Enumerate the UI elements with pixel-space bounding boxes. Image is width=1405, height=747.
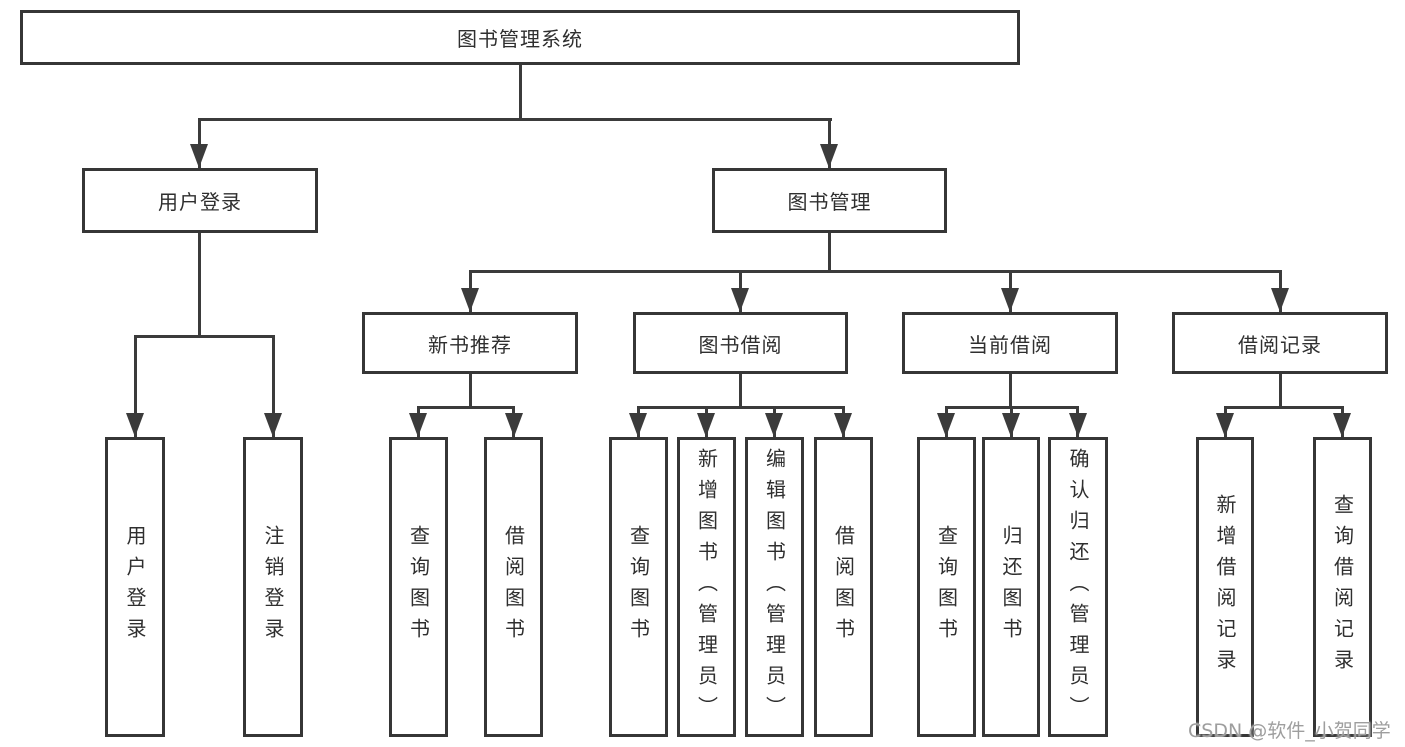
node-borrowing-records: 借阅记录 bbox=[1172, 312, 1388, 374]
node-label: 图书管理系统 bbox=[457, 27, 583, 51]
arrowhead-user-login bbox=[190, 144, 208, 168]
node-label: 用户登录 bbox=[123, 525, 147, 649]
connector-drop-user-login bbox=[198, 118, 201, 168]
connector-user-login-stem bbox=[198, 233, 201, 335]
arrowhead-leaf bbox=[1333, 413, 1351, 437]
connector-current-borrow-stem bbox=[1009, 374, 1012, 406]
node-book-borrowing: 图书借阅 bbox=[633, 312, 848, 374]
node-label: 图书管理 bbox=[787, 190, 872, 214]
connector-borrow-records-stem bbox=[1279, 374, 1282, 406]
node-leaf-logout: 注销登录 bbox=[243, 437, 303, 737]
node-label: 新增借阅记录 bbox=[1213, 494, 1237, 680]
node-new-book-recommendation: 新书推荐 bbox=[362, 312, 578, 374]
arrowhead-leaf bbox=[629, 413, 647, 437]
node-label: 借阅记录 bbox=[1238, 332, 1322, 357]
arrowhead-leaf bbox=[409, 413, 427, 437]
arrowhead-current-borrow bbox=[1001, 288, 1019, 312]
node-leaf-edit-book-admin: 编辑图书（管理员） bbox=[745, 437, 804, 737]
node-label: 图书借阅 bbox=[698, 332, 783, 357]
node-user-login: 用户登录 bbox=[82, 168, 318, 233]
connector-root-stem bbox=[519, 65, 522, 118]
node-label: 确认归还（管理员） bbox=[1066, 447, 1090, 727]
arrowhead-leaf bbox=[937, 413, 955, 437]
node-leaf-borrow-books: 借阅图书 bbox=[484, 437, 543, 737]
node-leaf-confirm-return-admin: 确认归还（管理员） bbox=[1048, 437, 1108, 737]
connector-level2-rail bbox=[199, 118, 832, 121]
connector-borrow-records-rail bbox=[1224, 406, 1344, 409]
arrowhead-leaf bbox=[765, 413, 783, 437]
connector-book-management-stem bbox=[828, 233, 831, 270]
arrowhead-leaf bbox=[1002, 413, 1020, 437]
connector-drop-login-leaf bbox=[134, 335, 137, 437]
connector-book-borrow-stem bbox=[739, 374, 742, 406]
node-label: 查询图书 bbox=[406, 525, 431, 649]
node-leaf-query-books: 查询图书 bbox=[609, 437, 668, 737]
arrowhead-leaf bbox=[505, 413, 523, 437]
node-leaf-borrow-books: 借阅图书 bbox=[814, 437, 873, 737]
node-label: 借阅图书 bbox=[501, 525, 526, 649]
node-label: 归还图书 bbox=[999, 525, 1023, 649]
node-leaf-add-borrow-record: 新增借阅记录 bbox=[1196, 437, 1254, 737]
arrowhead-new-book bbox=[461, 288, 479, 312]
connector-level3-rail bbox=[470, 270, 1281, 273]
node-label: 注销登录 bbox=[261, 525, 285, 649]
arrowhead-login-leaf bbox=[126, 413, 144, 437]
csdn-watermark: CSDN @软件_小贺同学 bbox=[1188, 720, 1391, 742]
node-label: 查询图书 bbox=[934, 525, 959, 649]
node-leaf-query-books: 查询图书 bbox=[917, 437, 976, 737]
node-label: 新书推荐 bbox=[428, 332, 512, 357]
node-label: 借阅图书 bbox=[831, 525, 856, 649]
arrowhead-borrow-records bbox=[1271, 288, 1289, 312]
node-label: 编辑图书（管理员） bbox=[762, 447, 787, 727]
connector-drop-book-management bbox=[828, 118, 831, 168]
arrowhead-book-borrow bbox=[731, 288, 749, 312]
node-label: 查询借阅记录 bbox=[1330, 494, 1355, 680]
connector-book-borrow-rail bbox=[637, 406, 845, 409]
connector-new-book-stem bbox=[469, 374, 472, 406]
arrowhead-book-management bbox=[820, 144, 838, 168]
node-leaf-return-book: 归还图书 bbox=[982, 437, 1040, 737]
arrowhead-leaf bbox=[1069, 413, 1087, 437]
node-leaf-add-book-admin: 新增图书（管理员） bbox=[677, 437, 736, 737]
connector-drop-logout-leaf bbox=[272, 335, 275, 437]
node-book-management: 图书管理 bbox=[712, 168, 947, 233]
arrowhead-logout-leaf bbox=[264, 413, 282, 437]
node-label: 新增图书（管理员） bbox=[694, 447, 719, 727]
node-leaf-query-books: 查询图书 bbox=[389, 437, 448, 737]
node-leaf-query-borrow-record: 查询借阅记录 bbox=[1313, 437, 1372, 737]
node-current-borrowing: 当前借阅 bbox=[902, 312, 1118, 374]
node-leaf-user-login: 用户登录 bbox=[105, 437, 165, 737]
connector-user-login-rail bbox=[134, 335, 275, 338]
arrowhead-leaf bbox=[697, 413, 715, 437]
node-label: 当前借阅 bbox=[968, 332, 1052, 357]
arrowhead-leaf bbox=[1216, 413, 1234, 437]
arrowhead-leaf bbox=[834, 413, 852, 437]
node-label: 查询图书 bbox=[626, 525, 651, 649]
node-label: 用户登录 bbox=[158, 190, 242, 214]
node-library-management-system: 图书管理系统 bbox=[20, 10, 1020, 65]
connector-new-book-rail bbox=[417, 406, 515, 409]
